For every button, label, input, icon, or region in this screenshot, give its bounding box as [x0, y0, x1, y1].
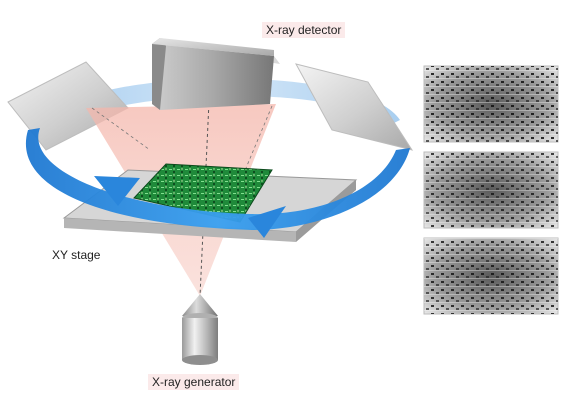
- label-xray-generator: X-ray generator: [148, 374, 240, 390]
- ct-scan-image-1: [423, 65, 559, 143]
- beam-edge-line-right: [245, 105, 273, 169]
- label-xray-detector: X-ray detector: [262, 22, 346, 38]
- rotation-arrowhead-right: [248, 206, 286, 238]
- ct-scan-image-2: [423, 151, 559, 229]
- xray-detector: [152, 38, 280, 110]
- xray-generator: [182, 294, 218, 365]
- rotation-ring-front: [25, 128, 411, 230]
- label-xy-stage: XY stage: [52, 248, 101, 262]
- ct-scan-image-3: [423, 237, 559, 315]
- rotation-arrowhead-left: [94, 176, 140, 206]
- side-panel-right: [295, 63, 414, 151]
